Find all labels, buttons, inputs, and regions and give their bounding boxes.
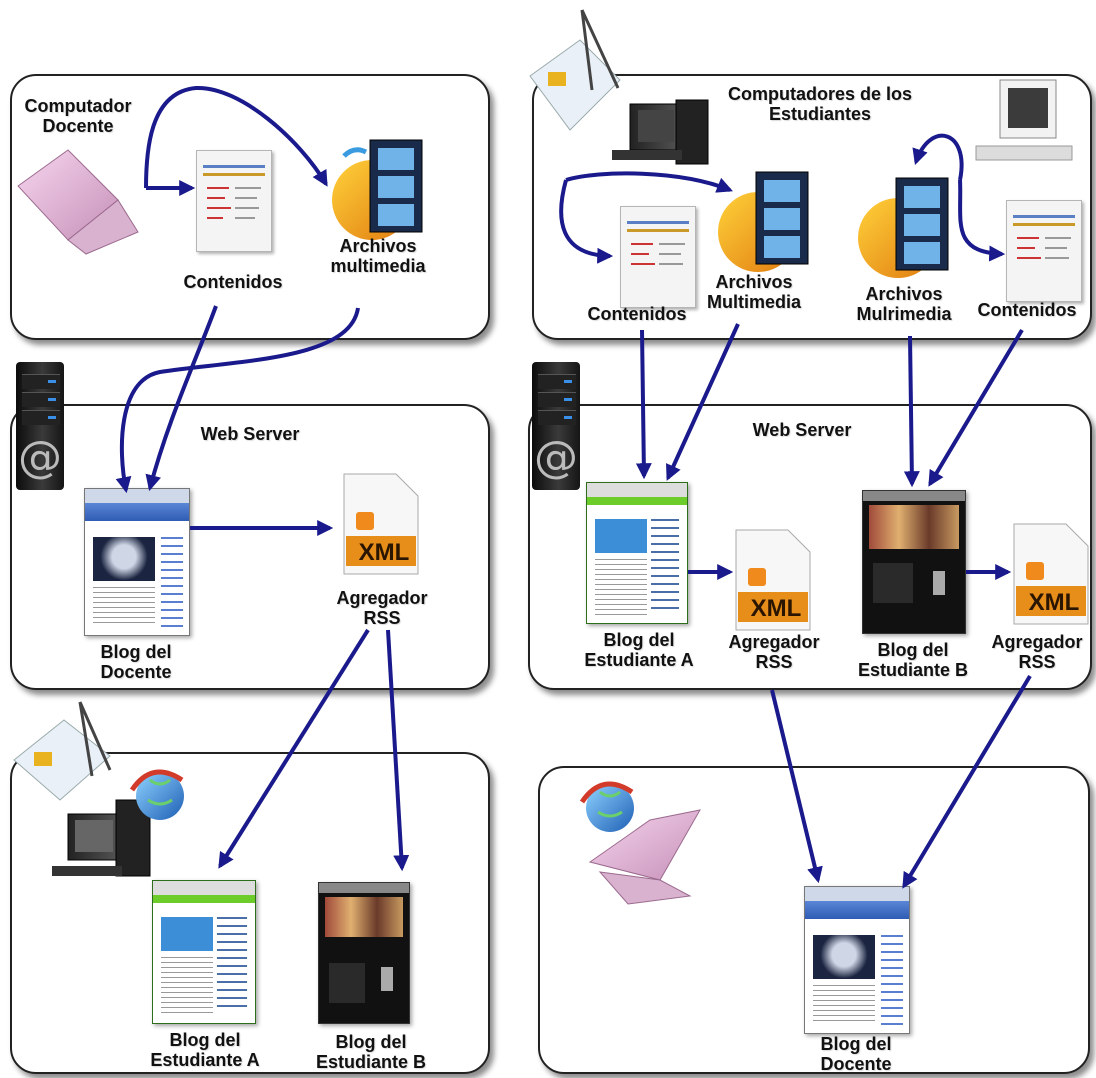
document-icon — [196, 150, 272, 252]
blog-estudiante-a-screenshot — [152, 880, 256, 1024]
label-computador-docente: Computador Docente — [24, 96, 132, 136]
blog-docente-screenshot — [84, 488, 190, 636]
document-icon — [1006, 200, 1082, 302]
label-archivos-mulrimedia: Archivos Mulrimedia — [856, 284, 952, 324]
label-agregador-rss: Agregador RSS — [336, 588, 428, 628]
server-icon: @ — [532, 362, 580, 490]
label-blog-estudiante-b: Blog del Estudiante B — [857, 640, 968, 680]
label-agregador-rss: Agregador RSS — [991, 632, 1083, 672]
label-contenidos: Contenidos — [977, 300, 1077, 320]
document-icon — [620, 206, 696, 308]
label-contenidos: Contenidos — [183, 272, 283, 292]
blog-estudiante-b-screenshot — [318, 882, 410, 1024]
label-web-server: Web Server — [200, 424, 300, 444]
label-contenidos: Contenidos — [587, 304, 687, 324]
label-blog-estudiante-a: Blog del Estudiante A — [584, 630, 694, 670]
label-blog-estudiante-b: Blog del Estudiante B — [315, 1032, 426, 1072]
blog-estudiante-a-screenshot — [586, 482, 688, 624]
label-agregador-rss: Agregador RSS — [728, 632, 820, 672]
label-blog-estudiante-a: Blog del Estudiante A — [150, 1030, 260, 1070]
server-icon: @ — [16, 362, 64, 490]
label-archivos-multimedia: Archivos Multimedia — [706, 272, 801, 312]
blog-docente-screenshot — [804, 886, 910, 1034]
label-archivos-multimedia: Archivos multimedia — [330, 236, 426, 276]
label-blog-docente: Blog del Docente — [100, 642, 172, 682]
label-web-server: Web Server — [752, 420, 852, 440]
label-blog-docente: Blog del Docente — [820, 1034, 892, 1074]
blog-estudiante-b-screenshot — [862, 490, 966, 634]
label-computadores-estudiantes: Computadores de los Estudiantes — [727, 84, 913, 124]
